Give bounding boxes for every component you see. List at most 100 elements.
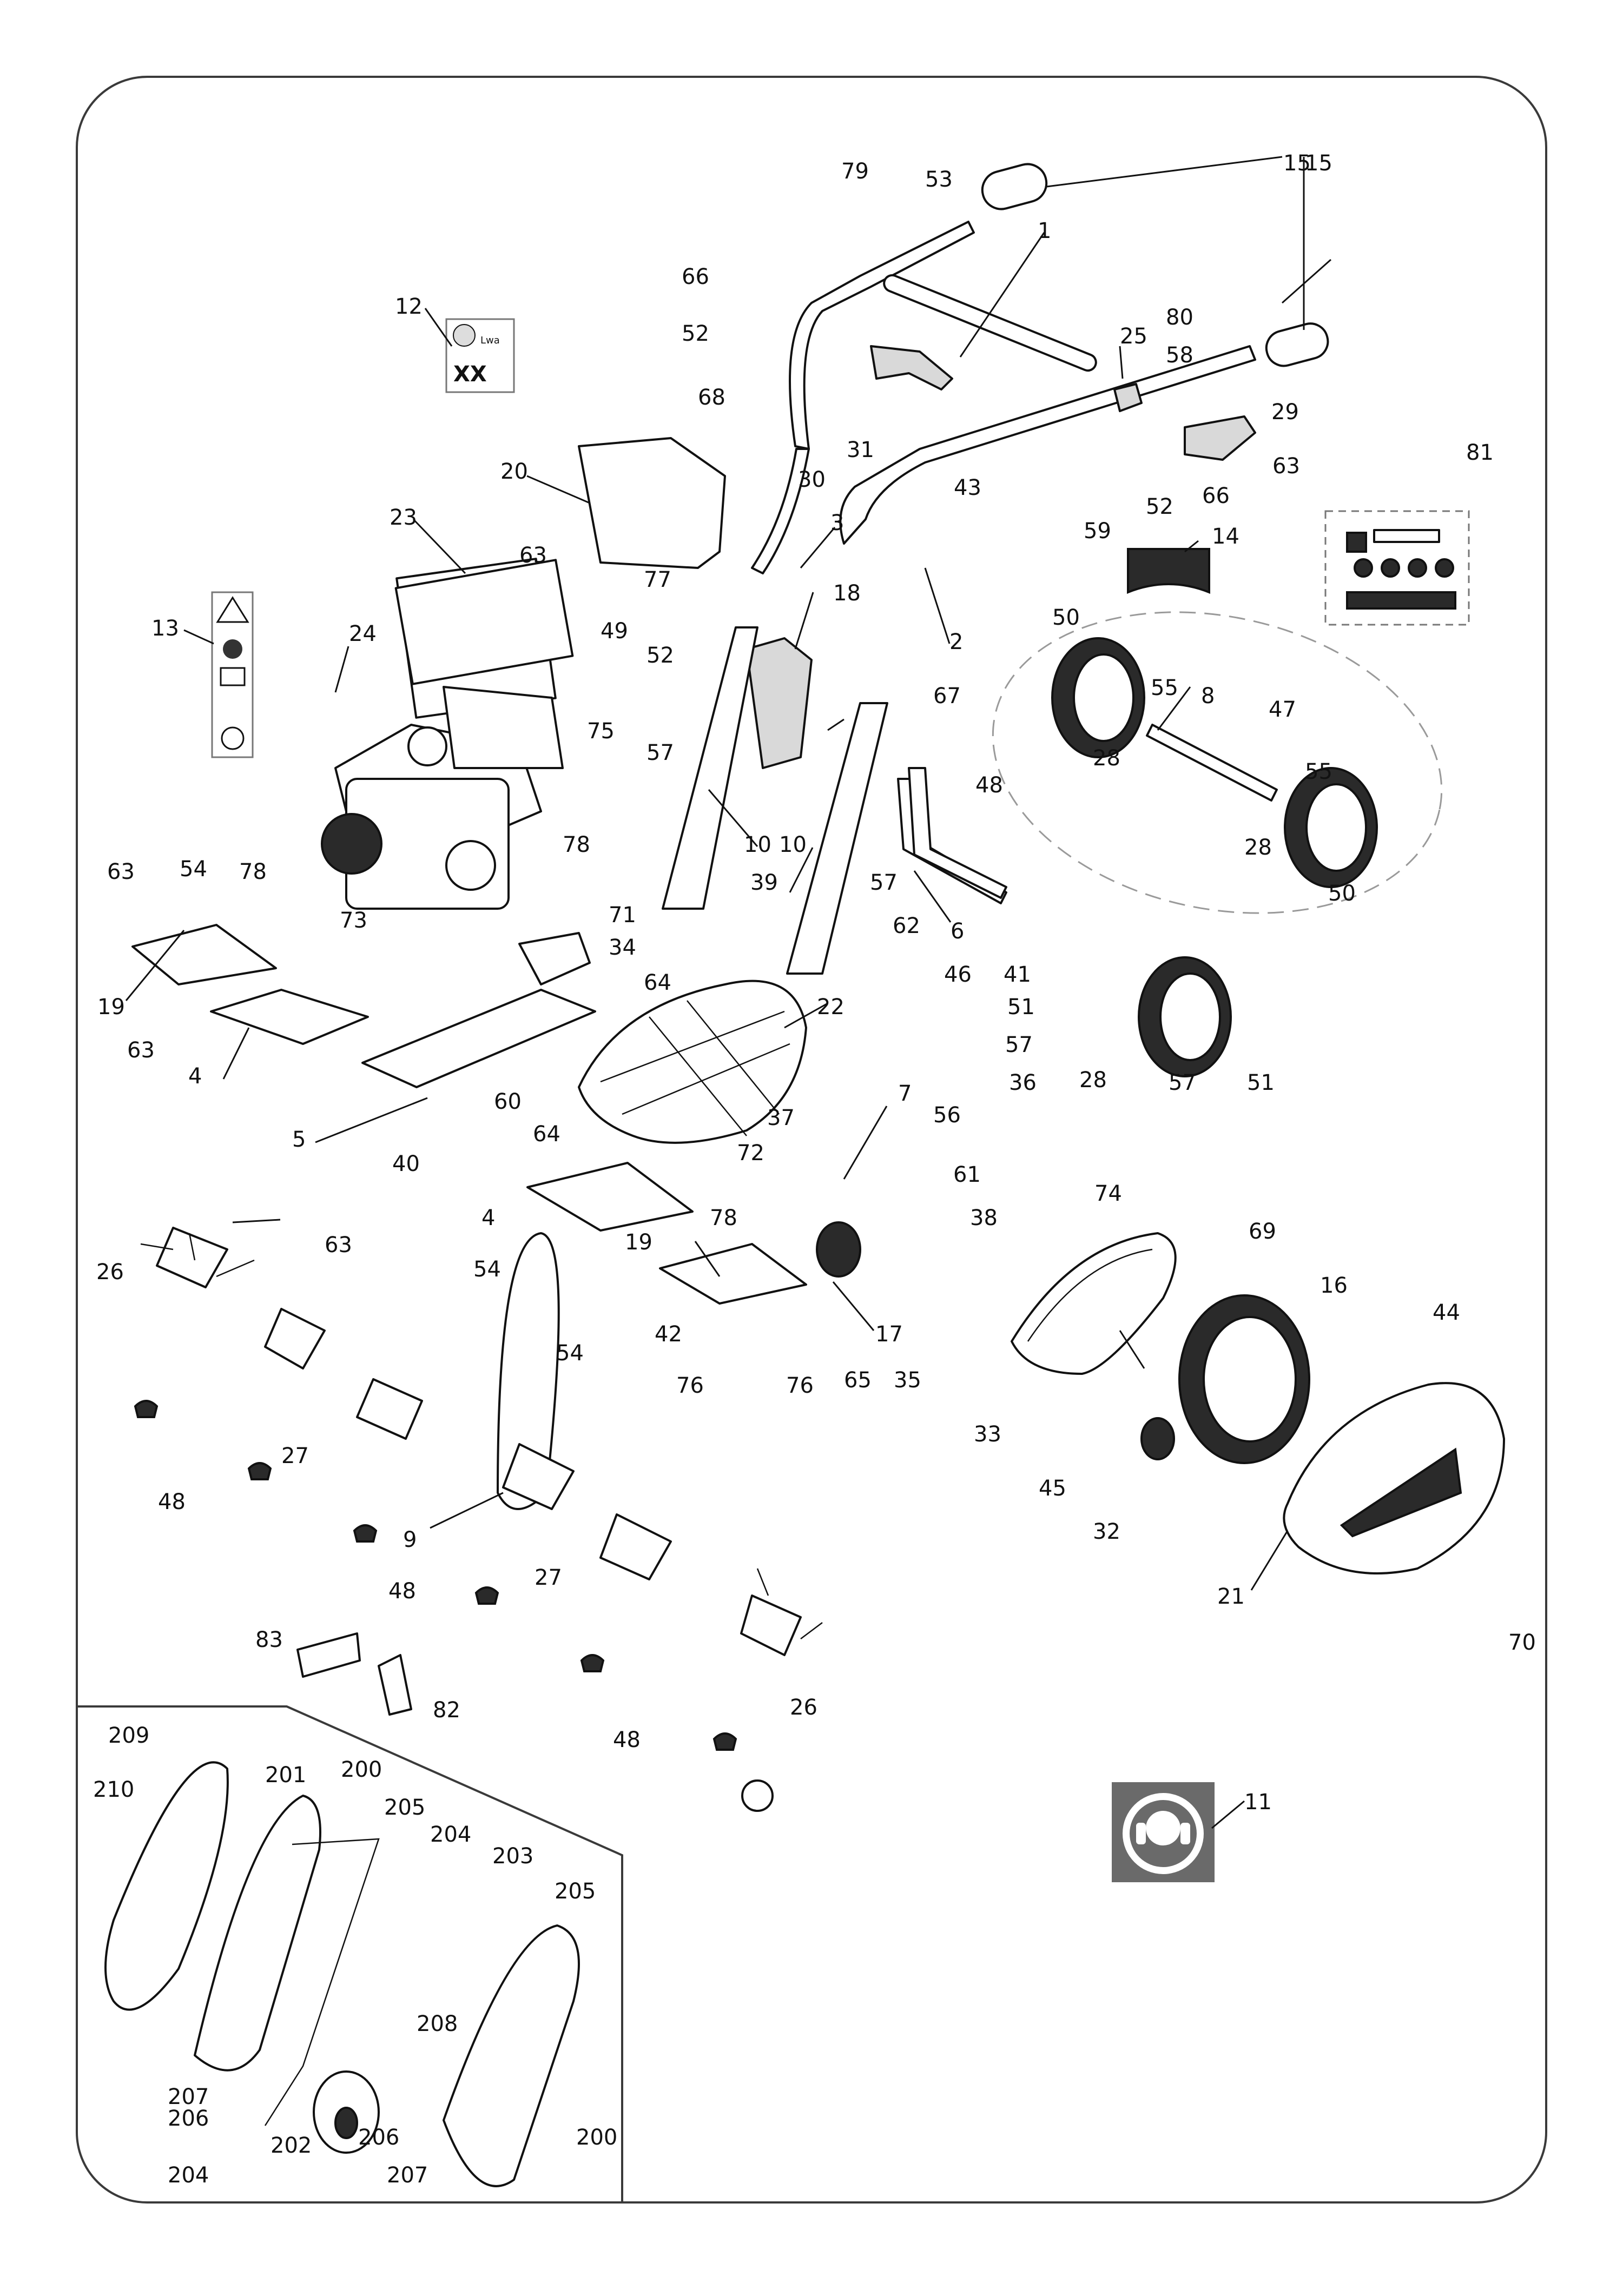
callout-1: 1 [1038,219,1051,243]
callout-65: 65 [844,1368,872,1393]
callout-72: 72 [737,1141,764,1166]
callout-24: 24 [349,621,377,646]
callout-41: 41 [1004,962,1031,987]
muffler-cover [394,437,726,685]
inset-frame [77,1705,623,2201]
callout-75: 75 [587,719,615,744]
callout-209: 209 [108,1723,149,1748]
callout-18: 18 [833,581,861,606]
callout-74: 74 [1094,1181,1122,1206]
callout-82: 82 [433,1698,460,1723]
callout-63c: 63 [519,543,547,568]
callout-56: 56 [933,1103,961,1128]
callout-64: 64 [644,970,671,995]
callout-26b: 26 [790,1695,817,1720]
callout-203: 203 [492,1844,533,1869]
callout-21: 21 [1217,1584,1245,1609]
callout-27b: 27 [535,1565,562,1590]
callout-42: 42 [655,1322,682,1347]
callout-17: 17 [875,1322,903,1347]
callout-80: 80 [1166,305,1193,330]
callout-68: 68 [698,385,725,410]
callout-32: 32 [1093,1519,1120,1544]
warning-stickers [211,591,254,758]
callout-81: 81 [1466,440,1494,465]
callout-39: 39 [750,870,778,895]
callout-48c: 48 [388,1579,416,1604]
drive-belt-assembly [816,1221,1505,1574]
callout-20: 20 [500,459,528,484]
part-83 [296,1632,361,1678]
wheel-group-outline [992,611,1443,914]
warning-triangle-icon [216,596,249,623]
base-frame [361,932,596,1088]
callout-49: 49 [601,619,628,644]
callout-58: 58 [1166,343,1193,368]
callout-66b: 66 [1202,484,1230,508]
callout-63: 63 [107,859,135,884]
callout-54: 54 [180,857,207,882]
callout-23: 23 [390,505,417,530]
depth-plate [578,980,807,1144]
callout-57b: 57 [870,870,898,895]
callout-59: 59 [1084,519,1111,544]
callout-51b: 51 [1247,1070,1275,1095]
callout-54c: 54 [556,1341,584,1366]
callout-47: 47 [1269,697,1296,722]
callout-8: 8 [1201,684,1215,709]
callout-52b: 52 [1146,494,1173,519]
callout-205b: 205 [555,1879,596,1904]
callout-64b: 64 [533,1122,560,1147]
callout-4: 4 [188,1064,202,1089]
callout-201: 201 [265,1763,306,1788]
callout-10b: 10 [779,832,807,857]
noise-label-text: Lwa [480,335,500,346]
callout-6: 6 [951,919,964,944]
callout-71: 71 [609,903,636,928]
callout-35: 35 [894,1368,921,1393]
manual-icon [220,667,246,686]
callout-12: 12 [395,294,423,319]
callout-38: 38 [970,1206,998,1230]
callout-208: 208 [417,2012,458,2036]
callout-30: 30 [798,467,826,492]
callout-15b: 15 [1305,151,1332,176]
noise-level-icon [221,726,245,750]
callout-79: 79 [841,159,869,184]
callout-63b: 63 [127,1038,155,1063]
callout-46: 46 [944,962,972,987]
callout-29: 29 [1271,400,1299,425]
callout-63e: 63 [325,1233,352,1258]
callout-200: 200 [341,1757,382,1782]
callout-200b: 200 [576,2125,617,2150]
callout-19: 19 [97,995,125,1020]
clips [134,1400,737,1751]
callout-3: 3 [830,511,844,535]
tine-shields [131,924,807,1305]
callout-206: 206 [168,2106,209,2131]
callout-52c: 52 [646,643,674,668]
callout-76: 76 [676,1373,704,1398]
callout-33: 33 [974,1422,1001,1447]
callout-57c: 57 [1005,1033,1033,1057]
callout-204: 204 [430,1822,471,1847]
callout-2: 2 [949,630,963,654]
callout-45: 45 [1039,1476,1066,1501]
callout-77: 77 [644,567,671,592]
callout-204b: 204 [168,2163,209,2188]
callout-52: 52 [682,321,709,346]
noise-label: Lwa XX [445,318,515,393]
callout-207b: 207 [387,2163,428,2188]
callout-37: 37 [767,1106,795,1130]
transport-wheels [908,637,1378,1077]
callout-78b: 78 [239,859,267,884]
callout-62: 62 [893,914,920,938]
callout-73: 73 [340,908,367,933]
callout-26: 26 [96,1260,124,1285]
callout-210: 210 [93,1777,134,1802]
callout-53: 53 [925,167,953,192]
callout-11: 11 [1244,1790,1272,1815]
callout-205: 205 [384,1795,425,1820]
callout-16: 16 [1320,1273,1348,1298]
